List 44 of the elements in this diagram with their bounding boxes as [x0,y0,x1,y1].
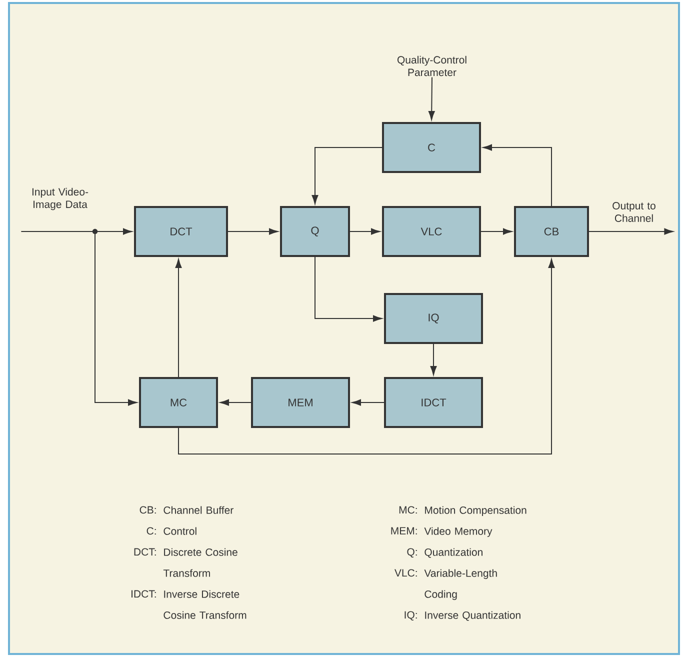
definition: Discrete Cosine Transform [163,548,238,577]
arrow [20,231,138,406]
signal-label: Input Video-Image Data [32,188,88,210]
abbreviation: DCT: [134,548,156,556]
abbreviation: IDCT: [132,590,156,598]
arrow [175,258,182,378]
definition: Inverse Discrete Cosine Transform [164,590,246,619]
arrow [350,228,380,235]
abbreviation: MC: [399,506,417,514]
process-box: IDCT [384,377,483,428]
process-box: VLC [382,206,481,257]
arrow [588,228,674,235]
abbreviation: MEM: [391,527,417,534]
abbreviation: C: [146,527,156,535]
signal-label: Quality-Control Parameter [398,56,466,76]
process-box: Q [280,206,350,257]
arrow [480,228,512,235]
definition: Motion Compensation [425,506,526,516]
abbreviation: VLC: [394,569,417,577]
definition: Quantization [424,548,482,558]
signal-label: Output to Channel [612,202,656,222]
definition: Video Memory [424,527,492,537]
process-box: MEM [251,377,350,428]
arrow [314,256,382,322]
arrow [312,147,382,204]
definition: Channel Buffer [164,506,234,514]
process-box: CB [514,206,589,257]
process-box: IQ [384,293,483,344]
process-box: C [382,122,481,173]
arrow [178,258,555,454]
arrow [430,344,437,376]
process-box: DCT [134,206,228,257]
abbreviation: Q: [407,548,417,558]
arrow [352,399,384,406]
arrow [228,228,278,235]
abbreviation: CB: [140,506,156,514]
arrow [482,144,552,206]
arrow [220,399,252,406]
process-box: MC [139,377,218,428]
definition: Control [164,527,196,535]
abbreviation: IQ: [404,611,417,620]
arrow [428,76,435,120]
definition: Variable-Length Coding [424,569,497,600]
definition: Inverse Quantization [425,611,520,621]
